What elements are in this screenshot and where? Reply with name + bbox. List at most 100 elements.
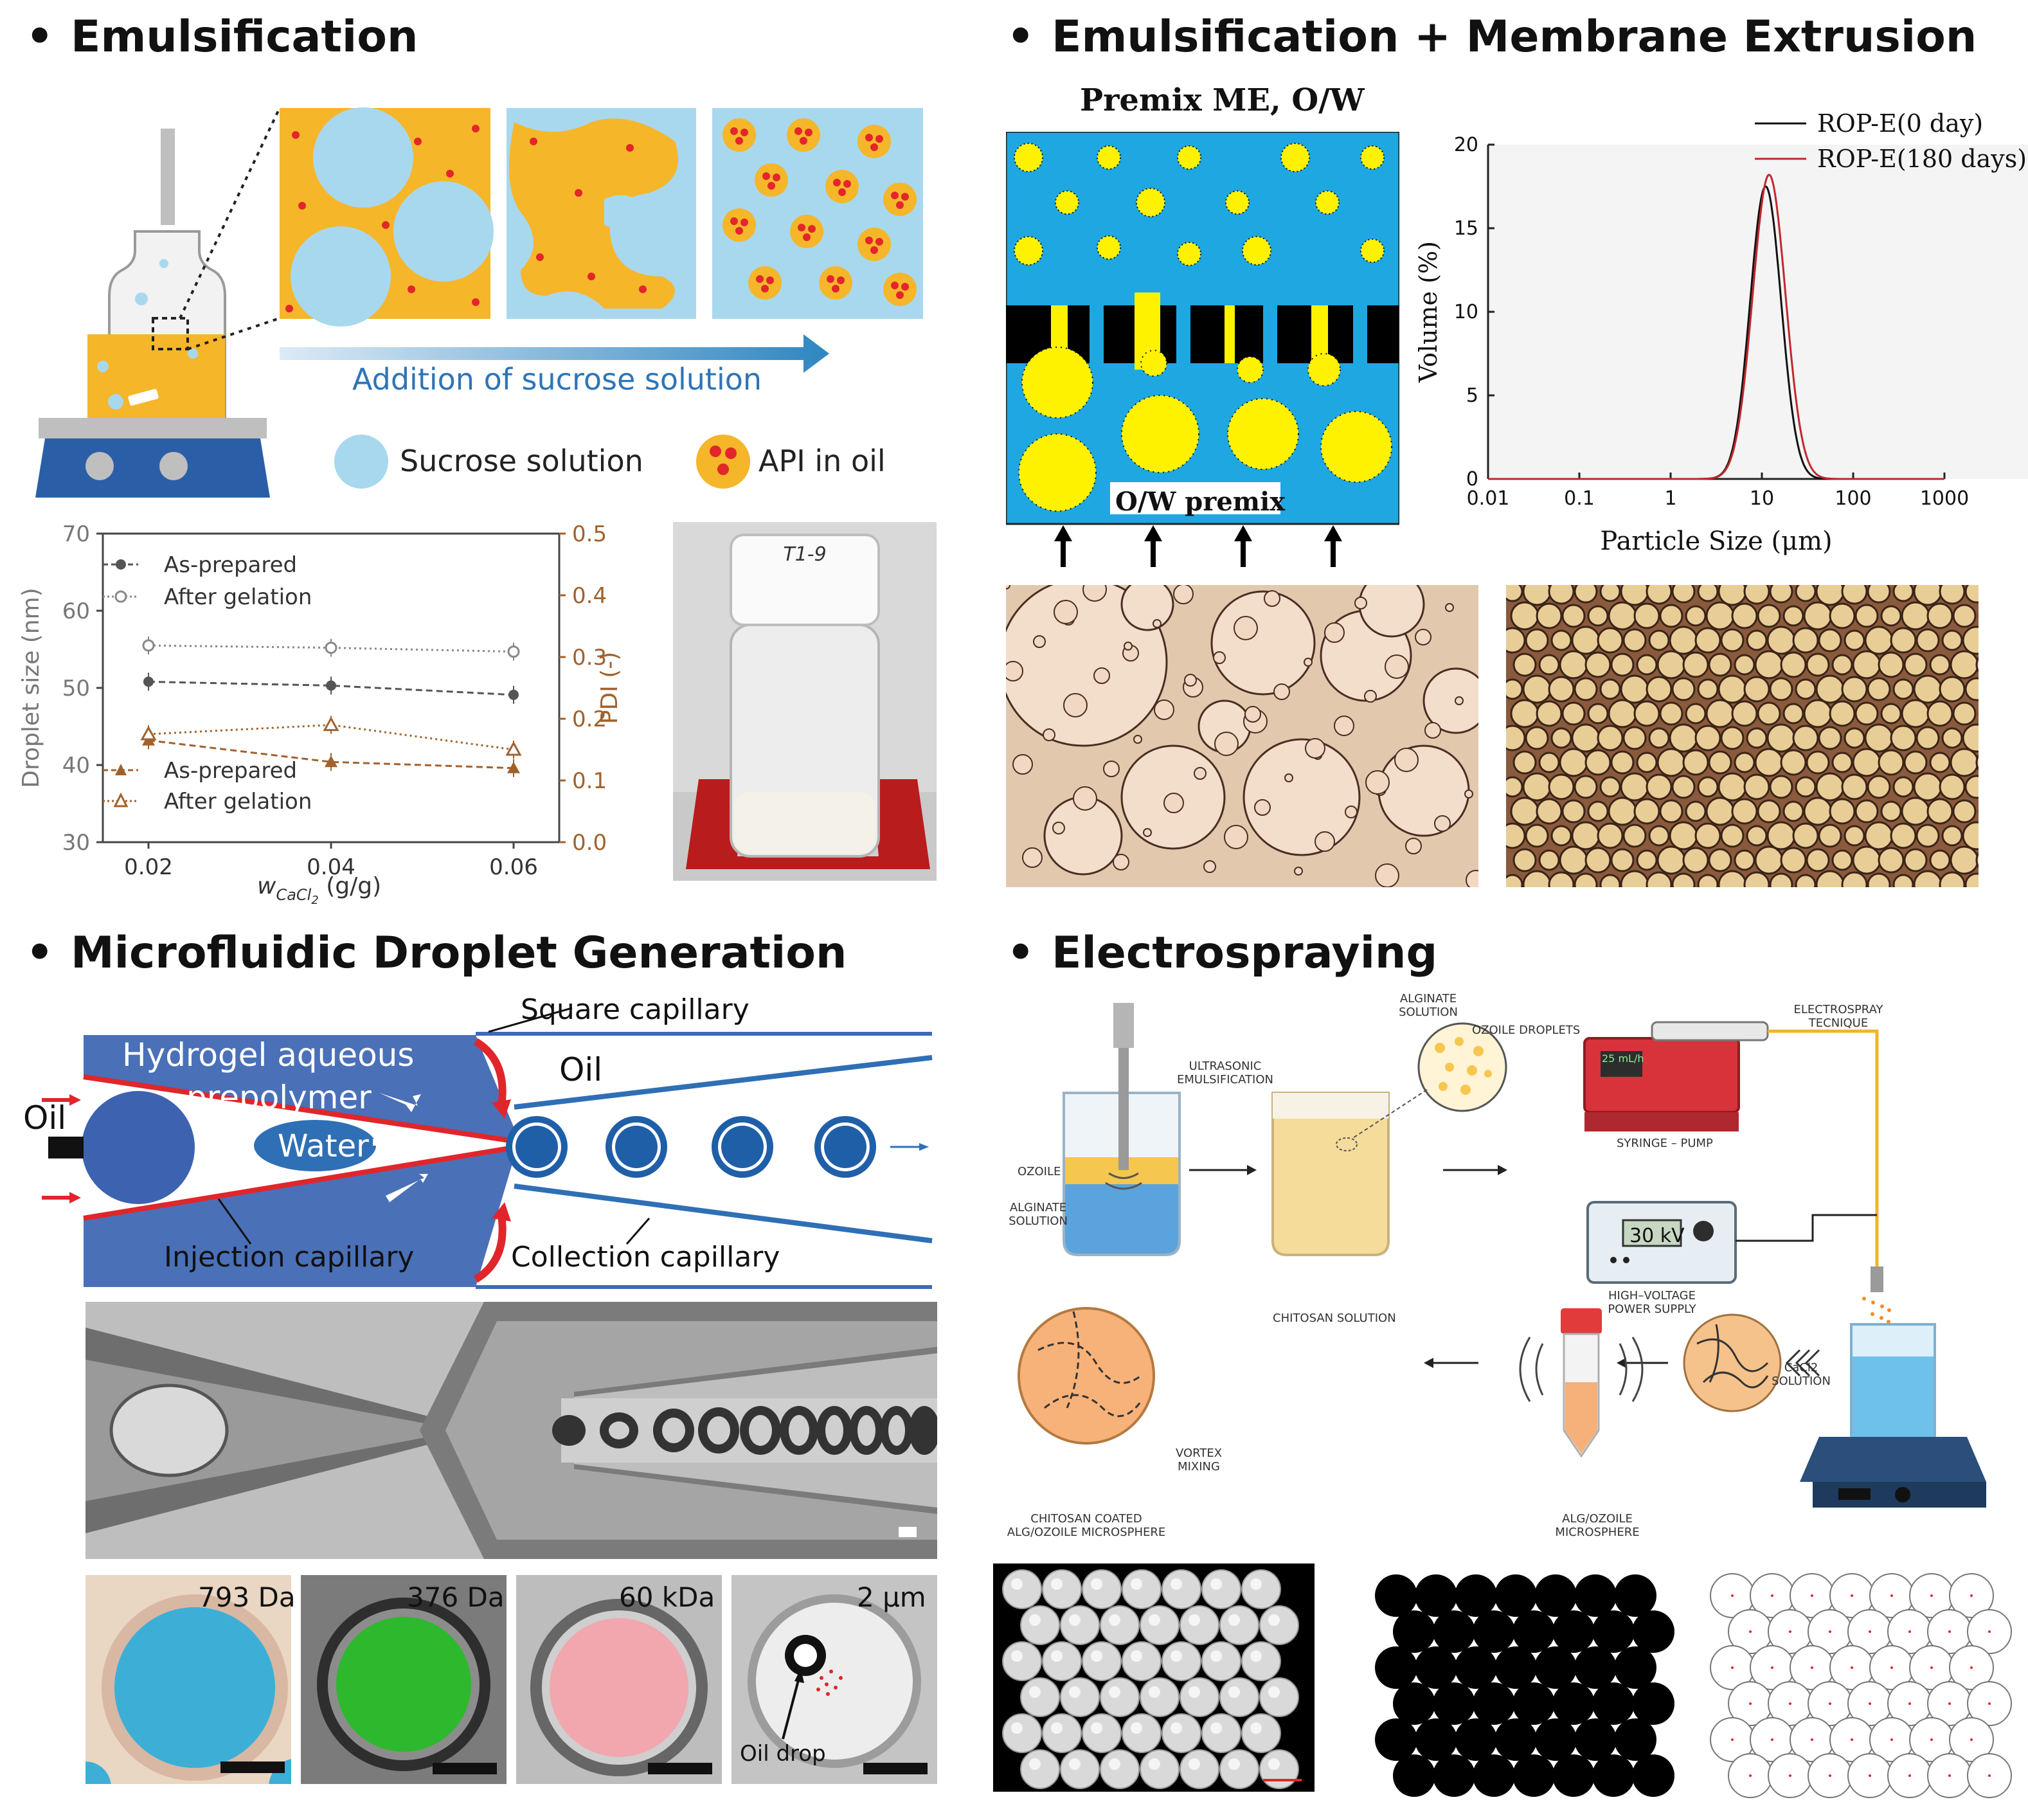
label-ozoile-droplets: OZOILE DROPLETS — [1472, 1023, 1581, 1037]
microsphere — [1122, 1569, 1162, 1609]
small-droplet — [1184, 674, 1197, 687]
microsphere — [1241, 1569, 1281, 1609]
droplet — [1720, 726, 1745, 750]
microsphere — [1473, 1682, 1515, 1725]
microsphere — [1455, 1646, 1497, 1689]
highlight — [1091, 1722, 1102, 1734]
small-droplet — [1345, 806, 1358, 818]
droplet — [1892, 678, 1914, 700]
droplet — [1574, 775, 1598, 799]
center-mark — [1731, 1594, 1734, 1597]
microsphere — [1494, 1574, 1537, 1617]
highlight — [1268, 1758, 1280, 1770]
falcon-cap — [1561, 1308, 1602, 1334]
sound-waves — [1105, 1172, 1142, 1190]
api-oil-droplet — [755, 163, 788, 197]
microsphere — [1241, 1713, 1281, 1753]
droplet — [1782, 605, 1804, 627]
droplet — [1694, 822, 1721, 849]
droplet — [1952, 799, 1977, 824]
zoom-line — [1352, 1089, 1428, 1139]
probe-head — [1113, 1003, 1134, 1048]
droplet — [1646, 585, 1673, 605]
microsphere — [1219, 1677, 1259, 1717]
legend-label: ROP-E(0 day) — [1817, 109, 1983, 138]
api-dot — [766, 276, 774, 284]
droplet — [1841, 773, 1868, 800]
droplet — [1597, 725, 1624, 752]
data-point — [142, 639, 155, 652]
center-mark — [1851, 1738, 1853, 1741]
droplets — [1506, 585, 1979, 887]
legend-label: After gelation — [164, 789, 312, 815]
label-alginate-top: ALGINATE SOLUTION — [1399, 992, 1458, 1019]
y2-tick-label: 0.3 — [572, 645, 607, 671]
pointer — [625, 1218, 651, 1245]
droplet — [1792, 627, 1819, 654]
micelle — [1242, 236, 1271, 266]
droplet — [1659, 604, 1683, 628]
microsphere — [1393, 1754, 1435, 1797]
microsphere — [1060, 1605, 1100, 1645]
y-tick-label: 60 — [62, 599, 90, 624]
legend-label: As-prepared — [164, 758, 297, 784]
droplet — [1844, 629, 1865, 651]
droplet — [1550, 629, 1572, 651]
center-mark — [1970, 1594, 1973, 1597]
y2-tick-label: 0.0 — [572, 830, 607, 856]
api-dot — [870, 246, 878, 254]
api-dot — [896, 291, 904, 299]
small-droplet — [1163, 793, 1184, 813]
droplet — [1903, 848, 1928, 872]
y-tick-label: 10 — [1454, 301, 1478, 323]
microsphere — [1140, 1749, 1180, 1789]
small-droplet — [1464, 789, 1473, 798]
y2-tick-label: 0.1 — [572, 768, 607, 794]
center-mark — [1731, 1666, 1734, 1669]
center-mark — [1771, 1738, 1773, 1741]
droplet — [1780, 749, 1807, 776]
small-droplet — [1173, 585, 1194, 604]
small-droplet — [1093, 667, 1110, 684]
y-tick-label: 40 — [62, 753, 90, 779]
legend-sucrose-swatch — [334, 435, 388, 489]
center-mark — [1948, 1702, 1951, 1705]
droplet — [1620, 772, 1649, 802]
large-droplets — [1018, 347, 1392, 512]
microsphere — [1494, 1718, 1537, 1761]
droplet — [1538, 849, 1560, 871]
spray-droplet — [1887, 1320, 1890, 1324]
small-droplet — [1194, 767, 1207, 780]
small-droplet — [1385, 654, 1409, 679]
droplet — [1854, 604, 1879, 628]
section-title-membrane: •Emulsification + Membrane Extrusion — [1007, 12, 1977, 62]
microsphere — [1552, 1754, 1595, 1797]
small-droplet — [1006, 585, 1010, 590]
api-dot — [794, 127, 802, 135]
droplet — [1864, 723, 1894, 753]
x-label-base: w — [257, 873, 276, 899]
droplet — [1795, 678, 1817, 700]
api-dot — [865, 134, 873, 141]
highlight — [1250, 1722, 1262, 1734]
data-point — [140, 725, 157, 741]
droplet — [1538, 752, 1560, 773]
hotplate-body — [35, 438, 270, 498]
small-droplet — [1394, 748, 1419, 772]
center-mark — [1869, 1630, 1871, 1633]
droplet — [1769, 775, 1793, 799]
droplet — [1608, 601, 1637, 631]
microsphere — [1415, 1718, 1457, 1761]
droplet — [1548, 585, 1575, 605]
microsphere — [1122, 1713, 1162, 1753]
small-droplet — [1466, 870, 1478, 887]
oil-droplet — [1018, 433, 1097, 512]
droplet — [1685, 605, 1707, 627]
tile-60kda — [516, 1575, 722, 1784]
microsphere — [1512, 1754, 1555, 1797]
microsphere — [1632, 1754, 1674, 1797]
droplet — [1746, 629, 1768, 651]
membrane-pores — [1006, 293, 1399, 370]
center-mark — [1789, 1630, 1791, 1633]
label-cacl2: CaCl2 SOLUTION — [1772, 1361, 1831, 1388]
